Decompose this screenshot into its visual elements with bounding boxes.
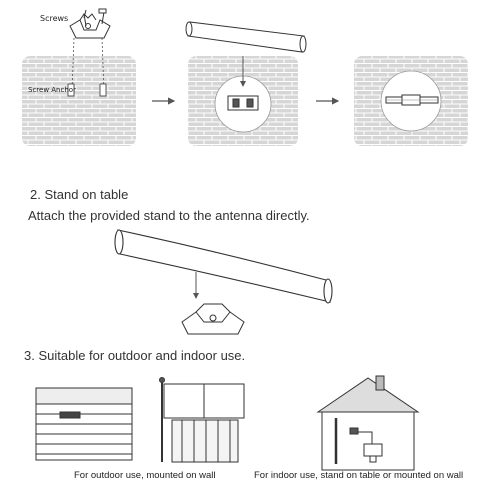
screws-label: Screws (40, 14, 69, 23)
house-indoor-icon (316, 375, 420, 471)
antenna-tube-icon (185, 21, 307, 53)
house-outdoor-icon (35, 387, 133, 461)
step2-instruction: Attach the provided stand to the antenna… (28, 208, 310, 223)
step3-title: 3. Suitable for outdoor and indoor use. (24, 348, 246, 363)
wall-bracket-icon (69, 13, 111, 39)
screws-icon (83, 8, 107, 27)
window-outdoor-icon (159, 377, 245, 463)
table-stand-icon (181, 303, 245, 335)
brick-wall-1 (22, 56, 136, 146)
outdoor-caption: For outdoor use, mounted on wall (74, 470, 216, 481)
screw-anchor-label: Screw Anchor (28, 86, 76, 94)
mounted-bracket-icon (227, 95, 259, 111)
mounted-antenna-icon (385, 94, 439, 106)
step2-title: 2. Stand on table (30, 187, 129, 202)
screw-guide-lines (71, 37, 105, 93)
antenna-large-icon (114, 229, 333, 304)
screw-anchor-icon (67, 83, 107, 97)
indoor-caption: For indoor use, stand on table or mounte… (254, 470, 464, 481)
